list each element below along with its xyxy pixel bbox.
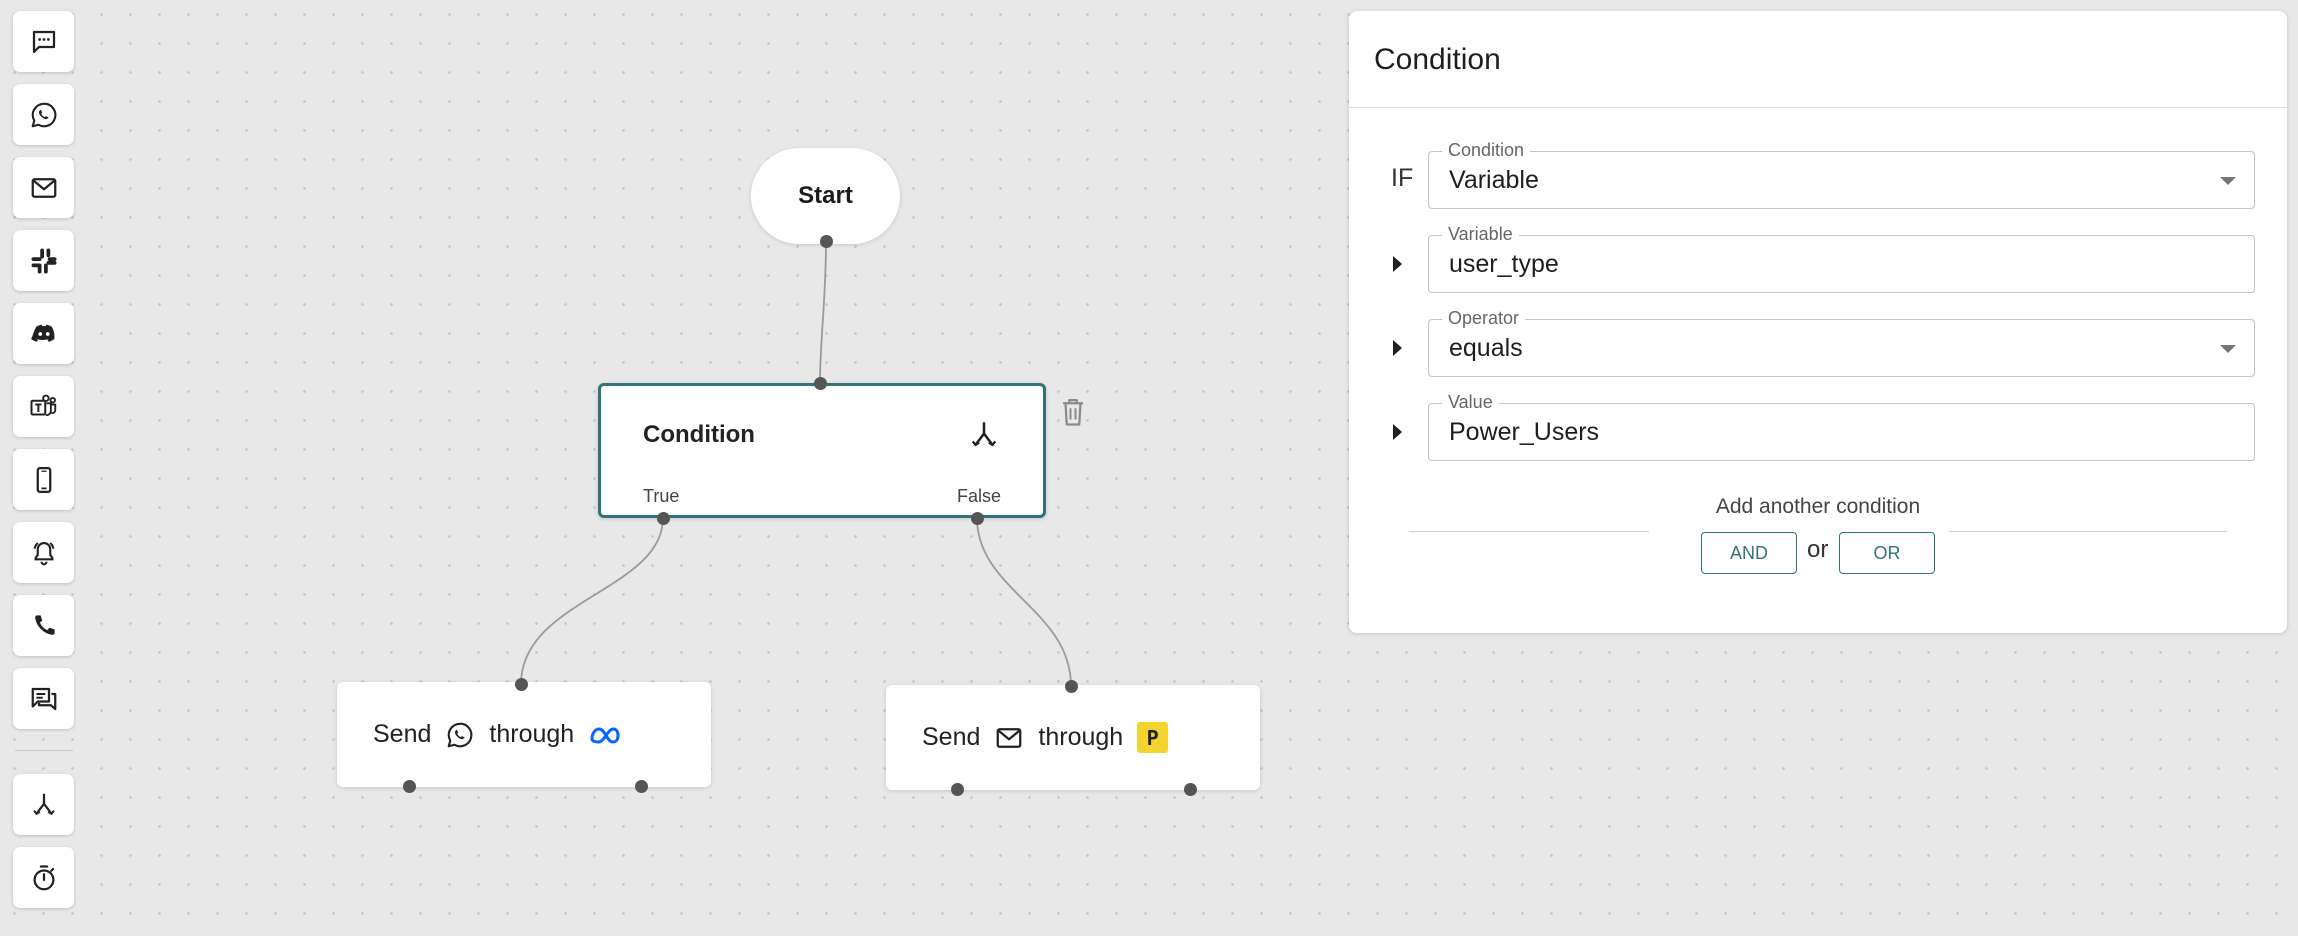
- toolbar-forum-button[interactable]: [13, 668, 74, 729]
- toolbar-mobile-button[interactable]: [13, 449, 74, 510]
- send-whatsapp-input-handle[interactable]: [515, 678, 528, 691]
- condition-node-title: Condition: [643, 421, 755, 448]
- start-output-handle[interactable]: [820, 235, 833, 248]
- toolbar-alarm-button[interactable]: [13, 522, 74, 583]
- meta-icon: [590, 726, 620, 744]
- operator-select-legend: Operator: [1442, 308, 1526, 329]
- through-label: through: [1038, 723, 1124, 751]
- toolbar-email-button[interactable]: [13, 157, 74, 218]
- toolbar-teams-button[interactable]: [13, 376, 74, 437]
- discord-icon: [30, 324, 54, 342]
- condition-false-label: False: [956, 486, 1001, 506]
- dropdown-arrow-icon: [2220, 177, 2236, 185]
- if-label: IF: [1391, 164, 1414, 192]
- whatsapp-icon: [448, 722, 473, 747]
- teams-icon: [30, 394, 56, 416]
- condition-select-value: Variable: [1449, 166, 1539, 194]
- variable-field-legend: Variable: [1442, 224, 1519, 245]
- send-whatsapp-node[interactable]: Send through: [337, 682, 711, 787]
- split-icon: [971, 422, 997, 447]
- whatsapp-icon: [31, 102, 56, 127]
- toolbar-condition-button[interactable]: [13, 774, 74, 835]
- start-label: Start: [798, 182, 853, 209]
- edge-start-condition: [819, 240, 827, 384]
- email-icon: [997, 727, 1022, 748]
- provider-badge: P: [1137, 722, 1169, 753]
- condition-split-icon: [32, 793, 55, 815]
- chat-icon: [32, 30, 55, 53]
- expand-operator-icon[interactable]: [1393, 340, 1402, 356]
- send-label: Send: [922, 723, 981, 751]
- edge-true-send: [520, 517, 664, 685]
- value-field-value: Power_Users: [1449, 418, 1600, 446]
- delete-node-icon[interactable]: [1058, 395, 1088, 429]
- condition-input-handle[interactable]: [814, 377, 827, 390]
- add-condition-label: Add another condition: [1715, 495, 1921, 518]
- toolbar-whatsapp-button[interactable]: [13, 84, 74, 145]
- add-or-button[interactable]: OR: [1839, 532, 1935, 574]
- send-email-output-handle-left[interactable]: [951, 783, 964, 796]
- phone-icon: [34, 614, 55, 635]
- condition-true-label: True: [643, 486, 680, 506]
- condition-panel: Condition IF Condition Variable Variable…: [1349, 11, 2287, 633]
- value-field[interactable]: Value Power_Users: [1428, 392, 2255, 461]
- send-label: Send: [373, 720, 432, 748]
- divider-left: [1409, 531, 1649, 532]
- toolbar-chat-button[interactable]: [13, 11, 74, 72]
- value-field-legend: Value: [1442, 392, 1499, 413]
- edge-false-send: [976, 517, 1072, 687]
- through-label: through: [489, 720, 575, 748]
- condition-select[interactable]: Condition Variable: [1428, 140, 2255, 209]
- timer-icon: [33, 864, 54, 890]
- send-whatsapp-output-handle-left[interactable]: [403, 780, 416, 793]
- toolbar-phone-button[interactable]: [13, 595, 74, 656]
- forum-icon: [31, 687, 56, 710]
- start-node[interactable]: Start: [751, 148, 900, 244]
- alarm-bell-icon: [33, 541, 54, 565]
- toolbar-discord-button[interactable]: [13, 303, 74, 364]
- toolbar-slack-button[interactable]: [13, 230, 74, 291]
- condition-select-legend: Condition: [1442, 140, 1531, 161]
- condition-false-handle[interactable]: [971, 512, 984, 525]
- expand-value-icon[interactable]: [1393, 424, 1402, 440]
- operator-select[interactable]: Operator equals: [1428, 308, 2255, 377]
- toolbar-divider: [15, 750, 73, 751]
- expand-variable-icon[interactable]: [1393, 256, 1402, 272]
- condition-true-handle[interactable]: [657, 512, 670, 525]
- toolbar-timer-button[interactable]: [13, 847, 74, 908]
- email-icon: [31, 177, 56, 198]
- condition-node[interactable]: Condition True False: [598, 383, 1046, 518]
- send-email-node[interactable]: Send through P: [886, 685, 1260, 790]
- divider-right: [1949, 531, 2227, 532]
- panel-divider: [1349, 107, 2287, 108]
- slack-icon: [31, 248, 56, 273]
- send-whatsapp-output-handle-right[interactable]: [635, 780, 648, 793]
- mobile-icon: [36, 466, 51, 493]
- panel-title: Condition: [1374, 43, 1501, 76]
- or-text: or: [1807, 536, 1829, 563]
- add-and-button[interactable]: AND: [1701, 532, 1797, 574]
- variable-field[interactable]: Variable user_type: [1428, 224, 2255, 293]
- dropdown-arrow-icon: [2220, 345, 2236, 353]
- operator-select-value: equals: [1449, 334, 1523, 362]
- send-email-input-handle[interactable]: [1065, 680, 1078, 693]
- variable-field-value: user_type: [1449, 250, 1559, 278]
- send-email-output-handle-right[interactable]: [1184, 783, 1197, 796]
